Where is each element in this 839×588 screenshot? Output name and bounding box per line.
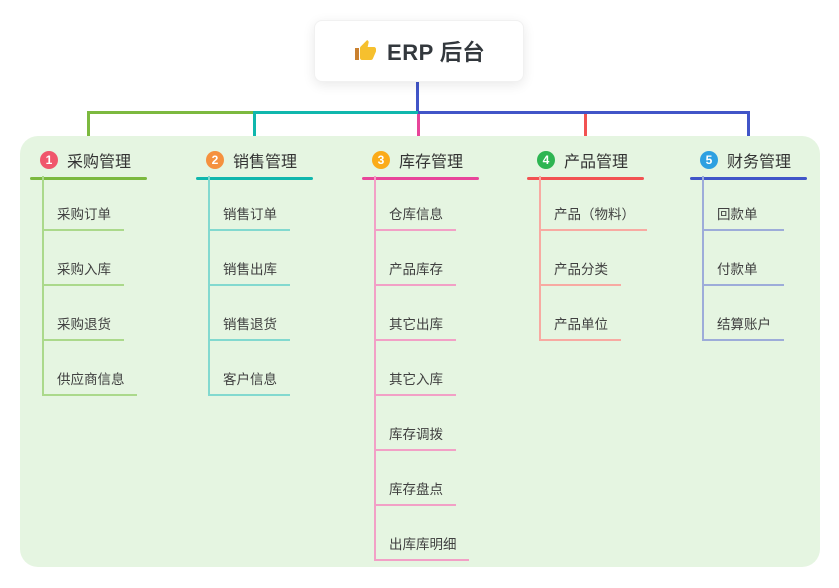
branch-underline xyxy=(527,177,644,180)
sub-item-node[interactable]: 产品单位 xyxy=(539,286,621,341)
sub-item-node[interactable]: 出库库明细 xyxy=(374,506,469,561)
sub-item-node[interactable]: 采购入库 xyxy=(42,231,124,286)
sub-item-label: 其它出库 xyxy=(389,317,443,332)
branch-drop-line-2 xyxy=(252,111,256,145)
branch-label: 财务管理 xyxy=(727,154,792,171)
sub-item-node[interactable]: 产品库存 xyxy=(374,231,456,286)
root-node-label: ERP 后台 xyxy=(387,40,485,65)
branch-underline xyxy=(362,177,479,180)
branch-label: 产品管理 xyxy=(564,154,629,171)
sub-item-label: 销售退货 xyxy=(223,317,277,332)
sub-item-node[interactable]: 其它出库 xyxy=(374,286,456,341)
branch-库存管理: 3 库存管理 仓库信息 产品库存 其它出库 其它入库 库存调拨 库存盘点 出库库… xyxy=(362,146,512,561)
sub-item-label: 结算账户 xyxy=(717,317,771,332)
sub-item-node[interactable]: 客户信息 xyxy=(208,341,290,396)
branch-销售管理: 2 销售管理 销售订单 销售出库 销售退货 客户信息 xyxy=(196,146,346,396)
mindmap-panel-background xyxy=(20,136,820,567)
sub-item-label: 采购退货 xyxy=(57,317,111,332)
root-node[interactable]: ERP 后台 xyxy=(314,20,524,82)
sub-item-label: 采购入库 xyxy=(57,262,111,277)
sub-item-label: 产品库存 xyxy=(389,262,443,277)
sub-item-label: 销售出库 xyxy=(223,262,277,277)
sub-item-node[interactable]: 产品（物料） xyxy=(539,176,647,231)
branch-node[interactable]: 5 财务管理 xyxy=(690,146,839,174)
sub-item-label: 库存盘点 xyxy=(389,482,443,497)
sub-item-label: 产品（物料） xyxy=(554,207,635,222)
sub-item-node[interactable]: 付款单 xyxy=(702,231,784,286)
branch-underline xyxy=(196,177,313,180)
branch-drop-line-4 xyxy=(583,111,587,145)
branch-drop-line-5 xyxy=(746,111,750,145)
sub-item-node[interactable]: 采购订单 xyxy=(42,176,124,231)
branch-node[interactable]: 4 产品管理 xyxy=(527,146,677,174)
sub-item-label: 库存调拨 xyxy=(389,427,443,442)
sub-item-node[interactable]: 产品分类 xyxy=(539,231,621,286)
root-connector-line xyxy=(416,82,419,114)
branch-underline xyxy=(30,177,147,180)
subtree-connector-line xyxy=(208,176,210,396)
branch-underline xyxy=(690,177,807,180)
sub-item-node[interactable]: 销售退货 xyxy=(208,286,290,341)
branch-node[interactable]: 3 库存管理 xyxy=(362,146,512,174)
sub-item-label: 其它入库 xyxy=(389,372,443,387)
branch-number-badge: 1 xyxy=(40,151,58,169)
bus-segment-2 xyxy=(252,111,419,114)
branch-产品管理: 4 产品管理 产品（物料） 产品分类 产品单位 xyxy=(527,146,677,341)
sub-item-label: 产品分类 xyxy=(554,262,608,277)
branch-财务管理: 5 财务管理 回款单 付款单 结算账户 xyxy=(690,146,839,341)
branch-node[interactable]: 2 销售管理 xyxy=(196,146,346,174)
sub-item-node[interactable]: 结算账户 xyxy=(702,286,784,341)
branch-number-badge: 5 xyxy=(700,151,718,169)
branch-采购管理: 1 采购管理 采购订单 采购入库 采购退货 供应商信息 xyxy=(30,146,180,396)
branch-number-badge: 2 xyxy=(206,151,224,169)
sub-item-label: 付款单 xyxy=(717,262,758,277)
sub-item-node[interactable]: 仓库信息 xyxy=(374,176,456,231)
branch-label: 采购管理 xyxy=(67,154,132,171)
sub-item-label: 销售订单 xyxy=(223,207,277,222)
sub-item-label: 回款单 xyxy=(717,207,758,222)
branch-subtree: 产品（物料） 产品分类 产品单位 xyxy=(527,176,647,341)
sub-item-node[interactable]: 库存盘点 xyxy=(374,451,456,506)
branch-label: 销售管理 xyxy=(233,154,298,171)
sub-item-node[interactable]: 供应商信息 xyxy=(42,341,137,396)
branch-subtree: 仓库信息 产品库存 其它出库 其它入库 库存调拨 库存盘点 出库库明细 xyxy=(362,176,469,561)
sub-item-label: 出库库明细 xyxy=(389,537,457,552)
sub-item-node[interactable]: 销售出库 xyxy=(208,231,290,286)
branch-number-badge: 3 xyxy=(372,151,390,169)
branch-drop-line-3 xyxy=(416,111,420,145)
bus-segment-1 xyxy=(86,111,254,114)
branch-subtree: 回款单 付款单 结算账户 xyxy=(690,176,784,341)
branch-number-badge: 4 xyxy=(537,151,555,169)
subtree-connector-line xyxy=(702,176,704,341)
sub-item-label: 仓库信息 xyxy=(389,207,443,222)
sub-item-label: 供应商信息 xyxy=(57,372,125,387)
sub-item-node[interactable]: 库存调拨 xyxy=(374,396,456,451)
sub-item-node[interactable]: 回款单 xyxy=(702,176,784,231)
sub-item-node[interactable]: 销售订单 xyxy=(208,176,290,231)
branch-drop-line-1 xyxy=(86,111,90,145)
sub-item-label: 采购订单 xyxy=(57,207,111,222)
thumbs-up-icon xyxy=(355,40,377,60)
sub-item-node[interactable]: 其它入库 xyxy=(374,341,456,396)
branch-subtree: 销售订单 销售出库 销售退货 客户信息 xyxy=(196,176,290,396)
subtree-connector-line xyxy=(539,176,541,341)
subtree-connector-line xyxy=(42,176,44,396)
sub-item-node[interactable]: 采购退货 xyxy=(42,286,124,341)
bus-segment-3 xyxy=(417,111,750,114)
branch-label: 库存管理 xyxy=(399,154,464,171)
subtree-connector-line xyxy=(374,176,376,561)
sub-item-label: 客户信息 xyxy=(223,372,277,387)
branch-subtree: 采购订单 采购入库 采购退货 供应商信息 xyxy=(30,176,137,396)
sub-item-label: 产品单位 xyxy=(554,317,608,332)
branch-node[interactable]: 1 采购管理 xyxy=(30,146,180,174)
